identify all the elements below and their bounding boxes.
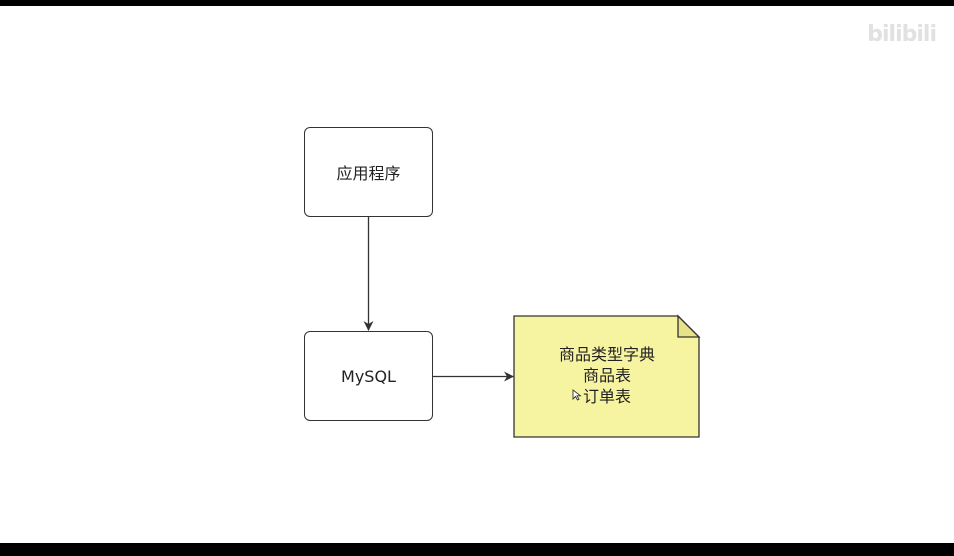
note-shape xyxy=(513,314,701,438)
note-line-product-type-dict: 商品类型字典 xyxy=(558,345,655,364)
note-text[interactable]: 商品类型字典 商品表 订单表 xyxy=(514,344,700,407)
note-line-product-table: 商品表 xyxy=(582,366,631,385)
diagram-canvas xyxy=(0,6,954,543)
letterbox-top xyxy=(0,0,954,6)
node-application[interactable]: 应用程序 xyxy=(304,127,433,217)
node-mysql-label: MySQL xyxy=(341,366,396,386)
node-application-label: 应用程序 xyxy=(336,164,401,183)
note-line-order-table: 订单表 xyxy=(582,387,631,406)
bilibili-watermark-logo: bilibili xyxy=(867,22,937,47)
node-mysql[interactable]: MySQL xyxy=(304,331,433,421)
mouse-cursor-icon xyxy=(572,389,582,401)
letterbox-bottom xyxy=(0,543,954,556)
